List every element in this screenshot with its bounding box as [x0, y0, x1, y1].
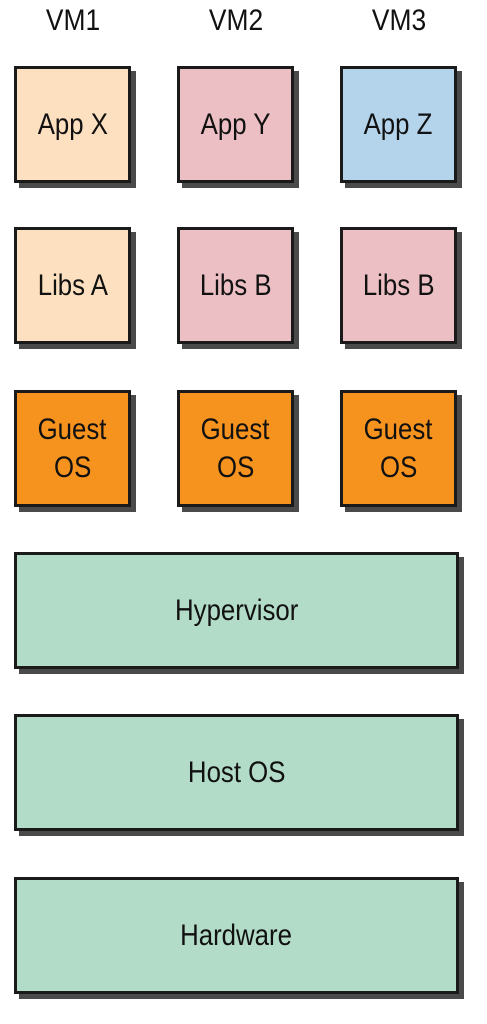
vm2-label: VM2 [208, 4, 264, 37]
guest-os-line2-vm3: OS [379, 450, 418, 484]
app-x-label: App X [37, 107, 108, 141]
guest-os-line1-vm3: Guest [364, 412, 433, 446]
hardware-box: Hardware [14, 877, 459, 994]
guest-os-box-vm1: Guest OS [14, 390, 131, 507]
app-x-box: App X [14, 66, 131, 183]
guest-os-line2-vm2: OS [216, 450, 255, 484]
libs-b-label-vm3: Libs B [362, 268, 435, 302]
libs-b-label-vm2: Libs B [199, 268, 272, 302]
host-os-box: Host OS [14, 714, 459, 831]
guest-os-box-vm2: Guest OS [177, 390, 294, 507]
guest-os-line1-vm1: Guest [38, 412, 107, 446]
guest-os-line2-vm1: OS [53, 450, 92, 484]
libs-b-box-vm2: Libs B [177, 227, 294, 344]
app-z-label: App Z [364, 107, 433, 141]
app-y-label: App Y [200, 107, 271, 141]
libs-a-label: Libs A [37, 268, 108, 302]
vm1-label: VM1 [45, 4, 101, 37]
app-y-box: App Y [177, 66, 294, 183]
hypervisor-label: Hypervisor [174, 593, 299, 627]
app-z-box: App Z [340, 66, 457, 183]
libs-a-box: Libs A [14, 227, 131, 344]
guest-os-box-vm3: Guest OS [340, 390, 457, 507]
hardware-label: Hardware [180, 918, 293, 952]
guest-os-line1-vm2: Guest [201, 412, 270, 446]
vm3-label: VM3 [371, 4, 427, 37]
hypervisor-box: Hypervisor [14, 552, 459, 669]
libs-b-box-vm3: Libs B [340, 227, 457, 344]
host-os-label: Host OS [187, 755, 286, 789]
